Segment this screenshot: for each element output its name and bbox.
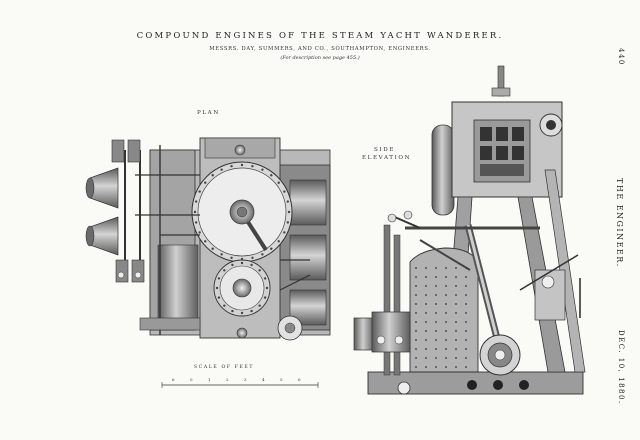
scale-tick-5: 4 bbox=[262, 377, 265, 382]
plan-label: PLAN bbox=[197, 110, 220, 116]
page-number: 440 bbox=[617, 48, 625, 66]
scale-tick-1: 0 bbox=[190, 377, 193, 382]
engineers-subtitle: MESSRS. DAY, SUMMERS, AND CO., SOUTHAMPT… bbox=[209, 46, 431, 52]
scale-tick-3: 2 bbox=[226, 377, 229, 382]
journal-name: THE ENGINEER. bbox=[615, 178, 624, 268]
description-note: (For description see page 455.) bbox=[280, 55, 360, 61]
scale-tick-0: 6 bbox=[172, 377, 175, 382]
plan-view bbox=[85, 137, 331, 341]
scale-bar: 6 0 1 2 3 4 5 6 bbox=[161, 377, 319, 388]
scale-tick-2: 1 bbox=[208, 377, 211, 382]
scale-label: SCALE OF FEET bbox=[194, 365, 255, 370]
page-title: COMPOUND ENGINES OF THE STEAM YACHT WAND… bbox=[136, 31, 504, 41]
scale-tick-6: 5 bbox=[280, 377, 283, 382]
side-label: SIDE bbox=[374, 147, 396, 153]
scale-tick-4: 3 bbox=[244, 377, 247, 382]
side-elevation-view bbox=[353, 65, 586, 395]
scale-tick-7: 6 bbox=[298, 377, 301, 382]
elevation-label: ELEVATION bbox=[362, 155, 412, 161]
issue-date: DEC. 10, 1880. bbox=[617, 330, 625, 405]
